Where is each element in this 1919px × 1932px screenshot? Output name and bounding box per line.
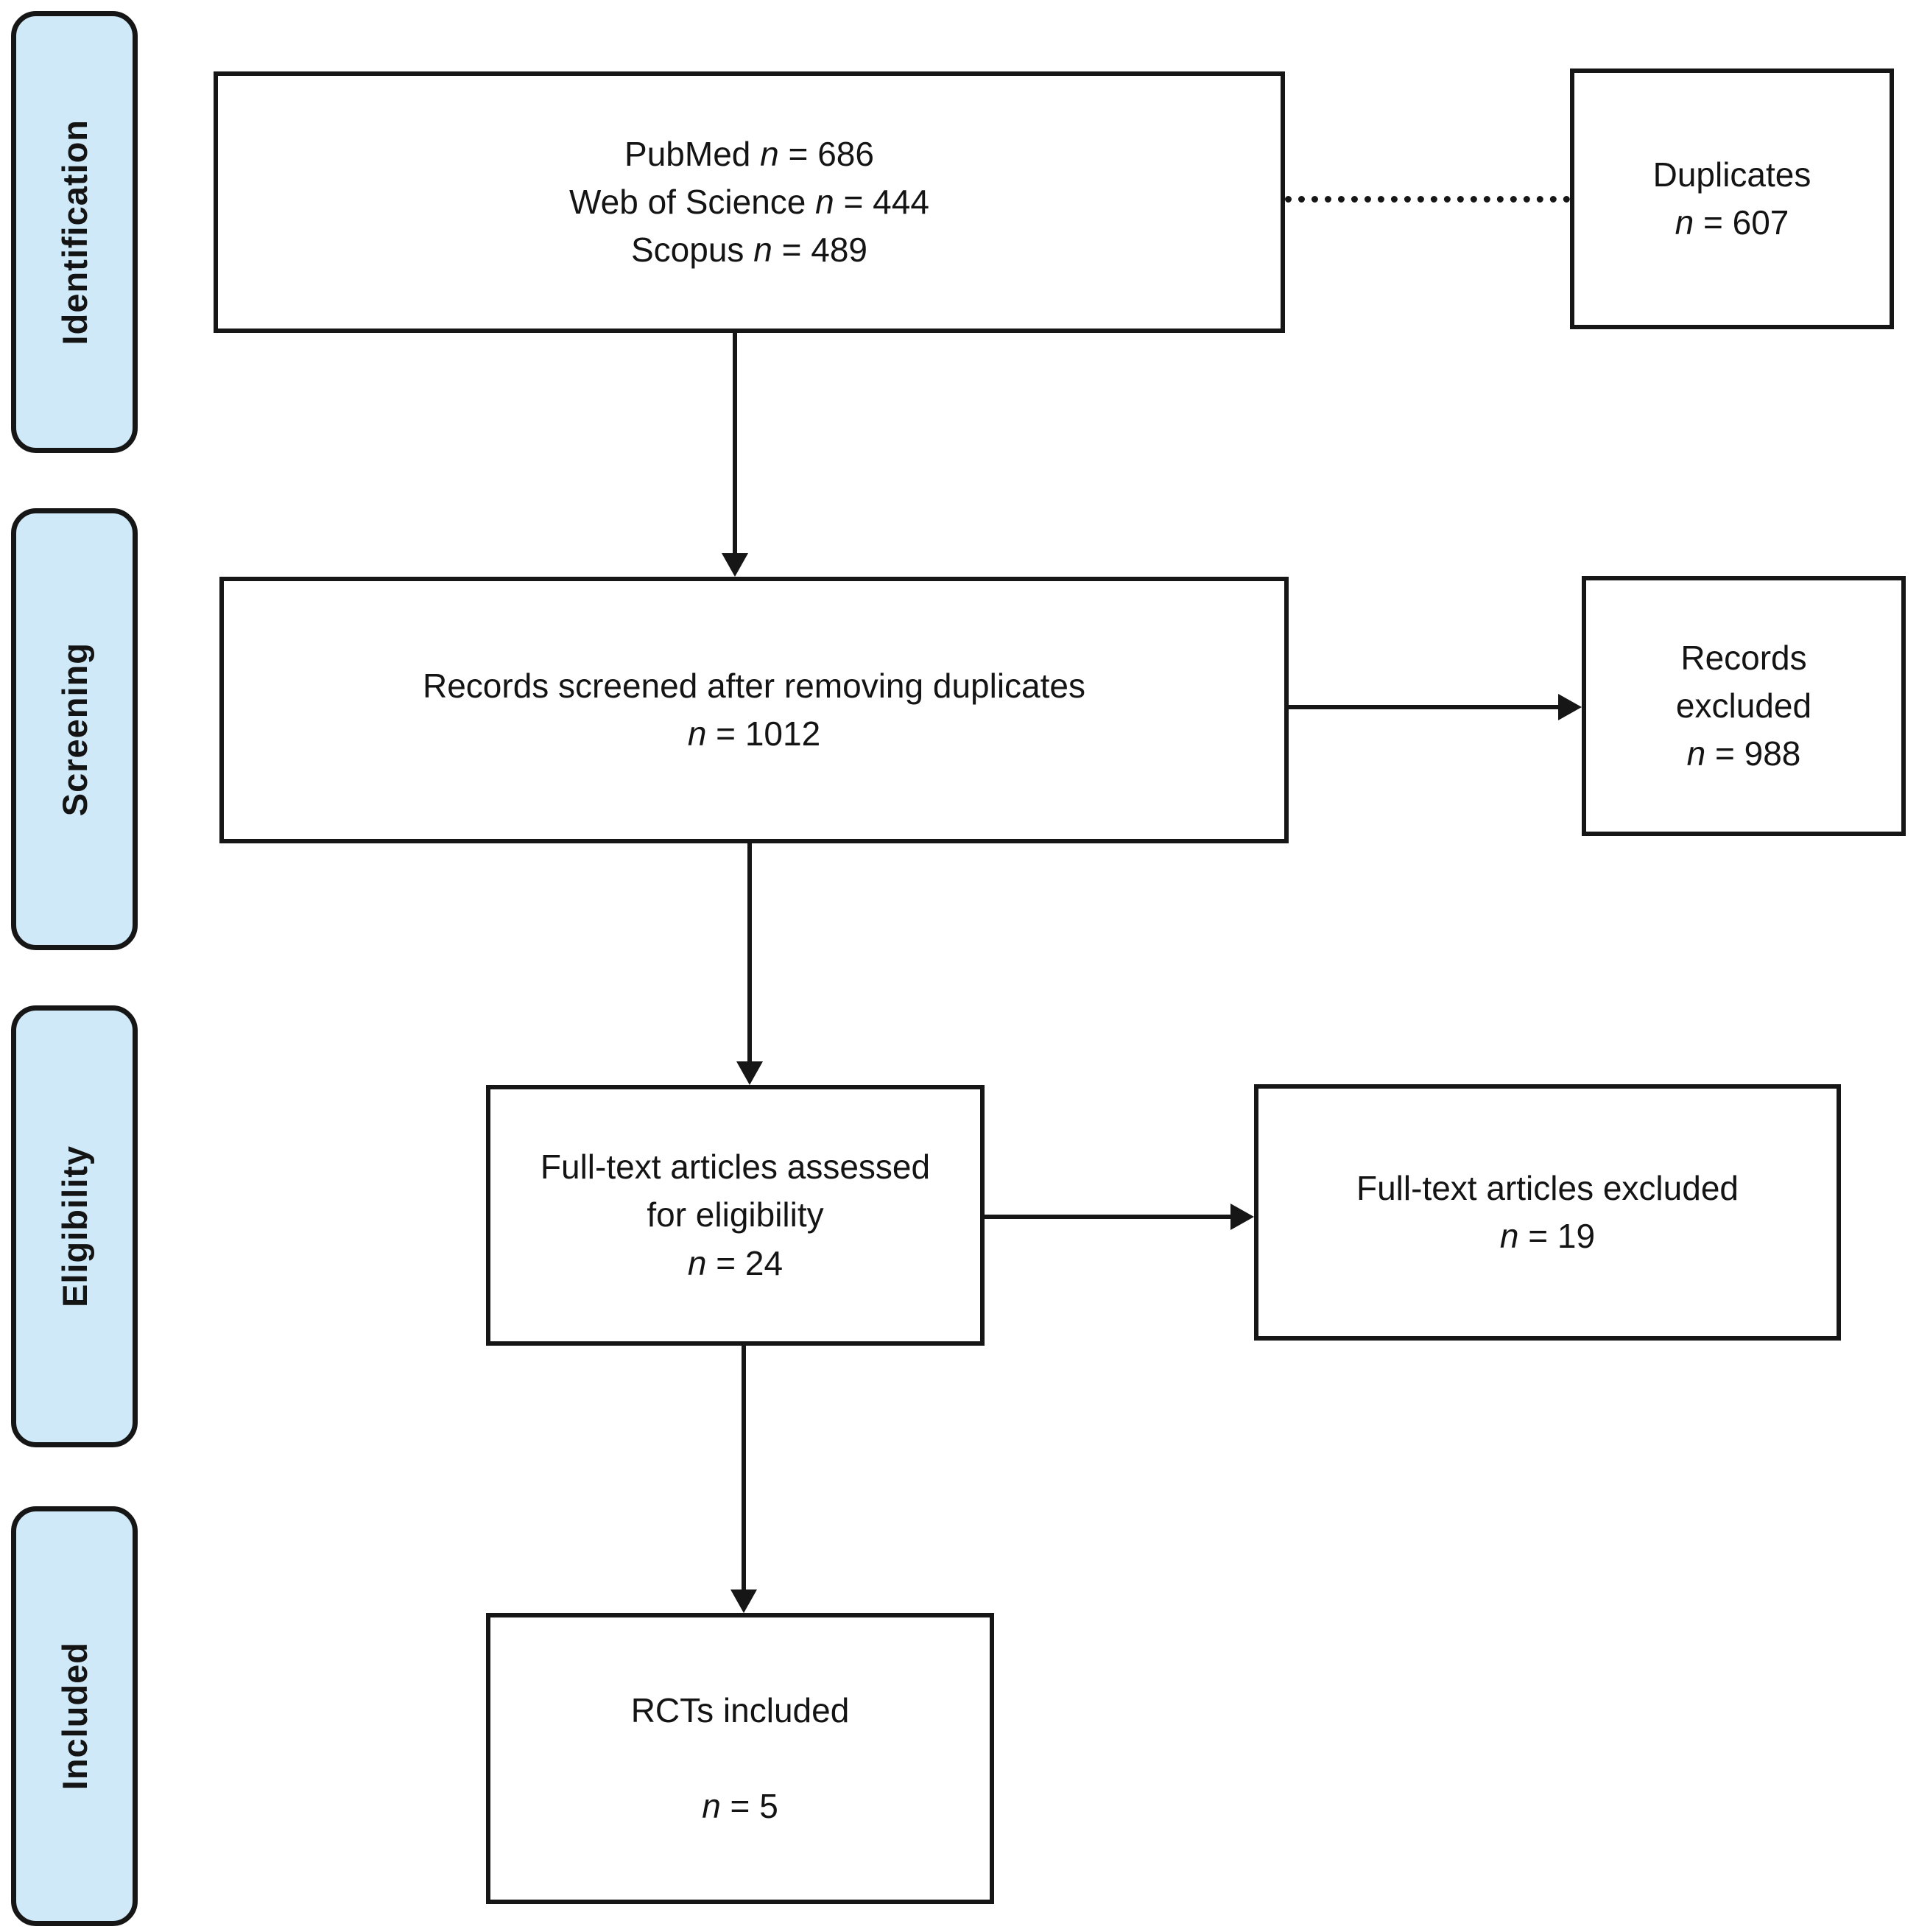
fulltext-excluded-count: n = 19: [1499, 1217, 1596, 1255]
arrowhead-screening-to-eligibility: [736, 1061, 763, 1085]
records-excluded-line2: excluded: [1675, 686, 1812, 725]
stage-label-eligibility: Eligibility: [54, 1145, 94, 1307]
duplicates-box: Duplicates n = 607: [1570, 69, 1894, 329]
arrow-line-screening-to-excluded: [1289, 705, 1563, 709]
arrow-line-eligibility-to-included: [742, 1346, 746, 1591]
duplicates-title: Duplicates: [1652, 155, 1811, 194]
included-count: n = 5: [702, 1787, 778, 1826]
stage-band-screening: Screening: [11, 508, 138, 950]
stage-label-included: Included: [54, 1642, 94, 1791]
included-box: RCTs included n = 5: [486, 1613, 994, 1904]
eligibility-count: n = 24: [687, 1243, 784, 1282]
stage-label-screening: Screening: [54, 642, 94, 817]
arrowhead-sources-to-screening: [722, 553, 748, 577]
screening-count: n = 1012: [687, 714, 821, 753]
sources-line-wos: Web of Science n = 444: [569, 182, 929, 221]
stage-band-included: Included: [11, 1506, 138, 1926]
screening-title: Records screened after removing duplicat…: [422, 666, 1085, 705]
stage-label-identification: Identification: [54, 119, 94, 345]
sources-box: PubMed n = 686 Web of Science n = 444 Sc…: [214, 71, 1285, 333]
eligibility-line2: for eligibility: [647, 1195, 824, 1234]
eligibility-box: Full-text articles assessed for eligibil…: [486, 1085, 985, 1346]
eligibility-line1: Full-text articles assessed: [540, 1148, 931, 1187]
duplicates-count: n = 607: [1675, 203, 1789, 242]
screening-box: Records screened after removing duplicat…: [219, 577, 1289, 843]
arrowhead-screening-to-excluded: [1558, 694, 1582, 720]
records-excluded-box: Records excluded n = 988: [1582, 576, 1906, 836]
fulltext-excluded-title: Full-text articles excluded: [1356, 1168, 1739, 1207]
arrowhead-eligibility-to-included: [730, 1589, 757, 1613]
stage-band-identification: Identification: [11, 11, 138, 453]
arrow-line-sources-to-screening: [733, 333, 737, 557]
fulltext-excluded-box: Full-text articles excluded n = 19: [1254, 1084, 1841, 1341]
included-title: RCTs included: [630, 1690, 850, 1729]
sources-line-scopus: Scopus n = 489: [631, 231, 867, 270]
arrow-line-screening-to-eligibility: [747, 843, 752, 1063]
dotted-link-sources-to-duplicates: [1285, 196, 1570, 203]
records-excluded-count: n = 988: [1686, 734, 1801, 773]
arrow-line-eligibility-to-excluded: [985, 1215, 1233, 1219]
stage-band-eligibility: Eligibility: [11, 1005, 138, 1447]
sources-line-pubmed: PubMed n = 686: [624, 134, 874, 173]
arrowhead-eligibility-to-excluded: [1230, 1204, 1254, 1230]
records-excluded-line1: Records: [1680, 638, 1807, 677]
